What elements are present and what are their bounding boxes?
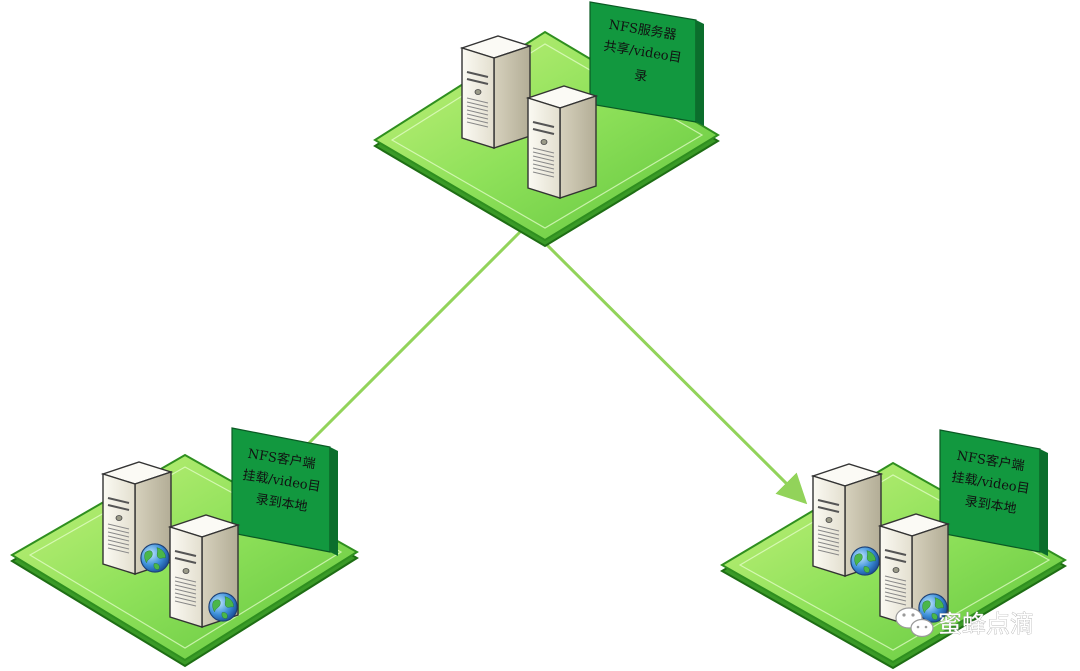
- watermark-text: 蜜蜂点滴: [938, 610, 1034, 638]
- client-sign: NFS客户端 挂载/video目 录到本地: [939, 429, 1048, 556]
- server-sign: NFS服务器 共享/video目 录: [589, 1, 704, 126]
- wechat-icon: [895, 607, 934, 638]
- node-nfs-server: NFS服务器 共享/video目 录: [373, 1, 720, 248]
- server-tower-icon: [527, 85, 597, 199]
- node-nfs-client-left: NFS客户端 挂载/video目 录到本地: [10, 427, 359, 668]
- globe-icon: [850, 546, 880, 576]
- globe-icon: [140, 543, 170, 573]
- server-tower-icon: [461, 35, 531, 149]
- globe-icon: [208, 592, 238, 622]
- watermark: 蜜蜂点滴: [895, 607, 1034, 638]
- sign-line-3: 录: [633, 68, 648, 85]
- link-server-to-client-right: [536, 234, 808, 505]
- client-sign: NFS客户端 挂载/video目 录到本地: [231, 427, 338, 556]
- link-server-to-client-left: [290, 230, 522, 462]
- node-nfs-client-right: NFS客户端 挂载/video目 录到本地: [720, 429, 1067, 670]
